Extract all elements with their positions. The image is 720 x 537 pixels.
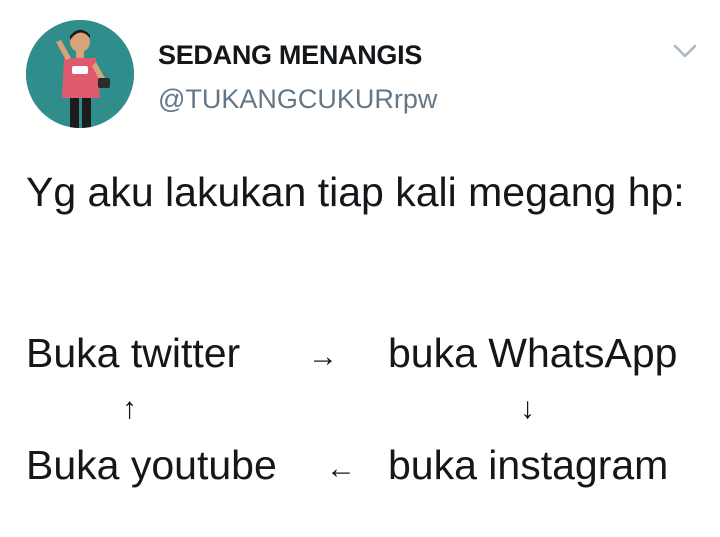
- arrow-right: →: [308, 340, 338, 373]
- diagram-top-right: buka WhatsApp: [388, 330, 678, 376]
- avatar-image: [26, 20, 134, 128]
- display-name[interactable]: SEDANG MENANGIS: [158, 40, 423, 70]
- chevron-down-icon[interactable]: [672, 38, 698, 64]
- arrow-left: ←: [326, 452, 356, 485]
- avatar[interactable]: [26, 20, 134, 128]
- arrow-up: ↑: [122, 392, 137, 425]
- user-handle[interactable]: @TUKANGCUKURrpw: [158, 84, 438, 114]
- diagram-top-left: Buka twitter: [26, 330, 241, 376]
- tweet-text: Yg aku lakukan tiap kali megang hp:: [26, 169, 685, 215]
- arrow-down: ↓: [520, 392, 535, 425]
- diagram-bottom-left: Buka youtube: [26, 442, 277, 488]
- diagram-bottom-right: buka instagram: [388, 442, 669, 488]
